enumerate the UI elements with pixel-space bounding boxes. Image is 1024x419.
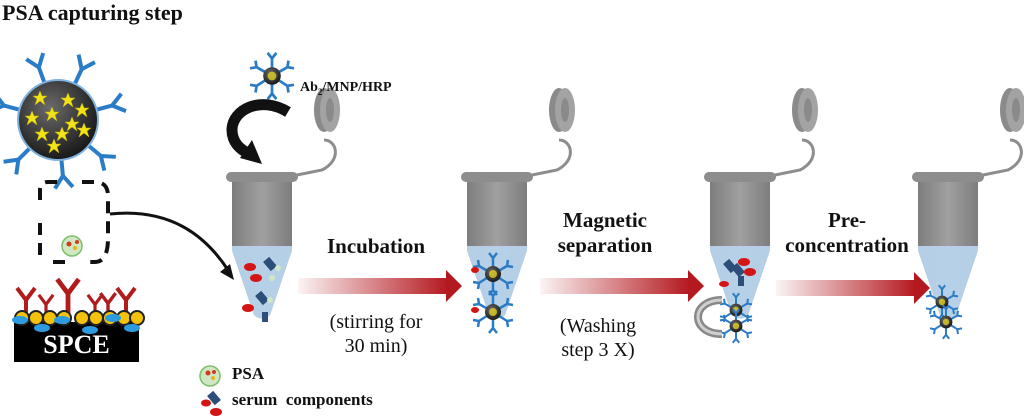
tube-3	[694, 86, 820, 344]
step-2-label-line: Magnetic	[563, 208, 647, 232]
step-1-sub-line: 30 min)	[344, 335, 408, 357]
reagent-label-subscript: 2	[317, 86, 323, 97]
reagent-label-prefix: Ab	[300, 80, 318, 95]
mnp-conjugate	[0, 51, 129, 191]
step-1-sub: (stirring for 30 min)	[296, 310, 456, 358]
step-3-label-line: concentration	[785, 233, 909, 257]
arrow-magnetic-separation	[540, 270, 704, 302]
reagent-label-suffix: /MNP/HRP	[322, 80, 392, 95]
step-1-label-line: Incubation	[326, 234, 426, 258]
step-1-label: Incubation	[306, 234, 446, 259]
step-2-sub: (Washing step 3 X)	[538, 314, 658, 362]
step-3-label-line: Pre-	[827, 208, 867, 232]
spce-electrode	[12, 279, 145, 362]
tube-1-contents	[242, 256, 281, 322]
step-3-label: Pre- concentration	[772, 208, 922, 258]
step-2-sub-line: (Washing	[559, 315, 637, 337]
step-2-label-line: separation	[557, 233, 653, 257]
arrow-pre-concentration	[776, 272, 930, 304]
figure-title: PSA capturing step	[2, 0, 183, 25]
step-1-sub-line: (stirring for	[329, 311, 423, 333]
tube-1	[224, 86, 342, 322]
step-2-sub-line: step 3 X)	[561, 339, 635, 361]
reagent-mnp-icon	[248, 51, 296, 101]
addition-arrow	[226, 99, 291, 160]
tube-4	[910, 86, 1024, 340]
electrode-label: SPCE	[43, 330, 110, 359]
legend-serum-label: serum components	[232, 390, 373, 409]
psa-protein-icon	[61, 235, 83, 257]
legend-psa-label: PSA	[232, 364, 265, 383]
arrow-incubation	[298, 270, 462, 302]
reagent-label: Ab2/MNP/HRP	[300, 80, 392, 97]
tube-2	[459, 86, 577, 335]
transfer-arrow	[109, 211, 230, 271]
legend-psa-icon	[199, 365, 221, 387]
step-2-label: Magnetic separation	[540, 208, 670, 258]
legend-serum-icon	[201, 390, 222, 416]
magnet-icon	[694, 296, 723, 338]
